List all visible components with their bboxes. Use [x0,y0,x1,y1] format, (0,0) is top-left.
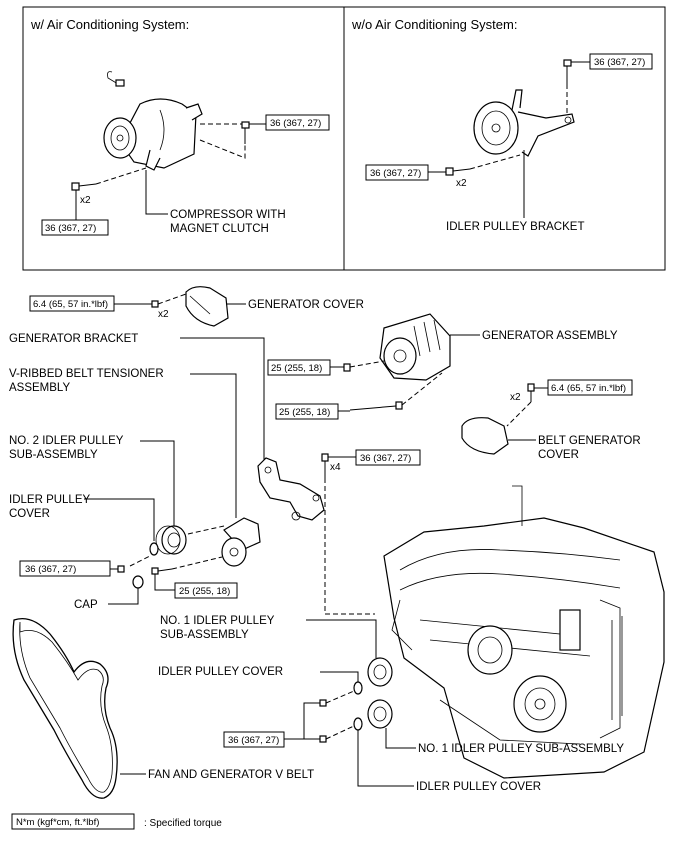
no2-idler-bolt [117,565,125,573]
label-no2-idler-1: NO. 2 IDLER PULLEY [9,435,124,447]
label-generator-cover: GENERATOR COVER [248,299,364,311]
idler-bracket-drawing [473,89,575,157]
compressor-bolt-top [241,121,250,144]
label-idler-cover-bottom: IDLER PULLEY COVER [416,781,541,793]
idler-cover-mid-drawing [353,681,363,695]
bracket-bolt [321,453,329,478]
label-compressor-1: COMPRESSOR WITH [170,209,286,221]
torque-ac-top: 36 (367, 27) [270,118,321,129]
torque-box-noac-top [589,53,653,70]
generator-assembly-drawing [379,313,451,381]
belt-generator-cover-drawing [461,417,509,455]
torque-no2-idler: 36 (367, 27) [25,564,76,575]
torque-box-gen-assy-2 [275,403,339,420]
idler-cover-left-drawing [149,542,159,556]
no1-idler-pulley-upper-drawing [367,657,393,687]
qty-bracket: x4 [330,462,341,473]
gen-assy-bolt-1 [343,363,351,372]
label-generator-bracket: GENERATOR BRACKET [9,333,138,345]
label-idler-cover-mid: IDLER PULLEY COVER [158,666,283,678]
belt-gen-cover-bolt [527,383,535,402]
torque-box-belt-gen-cover [547,379,633,396]
idler-cover-bottom-drawing [353,717,363,731]
noac-bolt-top [563,59,572,84]
label-no1-idler-upper-1: NO. 1 IDLER PULLEY [160,615,275,627]
panel-title-without-ac: w/o Air Conditioning System: [351,17,517,32]
label-idler-cover-left-2: COVER [9,508,50,520]
no2-idler-pulley-drawing [155,525,187,555]
qty-noac: x2 [456,178,467,189]
torque-gen-assy-1: 25 (255, 18) [271,363,322,374]
torque-box-bracket [355,449,421,466]
torque-box-gen-assy-1 [267,359,331,376]
label-idler-cover-left-1: IDLER PULLEY [9,494,91,506]
generator-bracket-drawing [257,457,325,521]
tensioner-bolt [151,567,173,575]
qty-belt-gen-cover: x2 [510,392,521,403]
torque-tensioner: 25 (255, 18) [179,586,230,597]
torque-box-ac-left [41,219,109,236]
tensioner-drawing [221,517,261,567]
torque-ac-left: 36 (367, 27) [45,223,96,234]
torque-no1-idler: 36 (367, 27) [228,735,279,746]
no1-idler-bolt-upper [319,699,327,707]
qty-ac: x2 [80,195,91,206]
panel-title-with-ac: w/ Air Conditioning System: [30,17,189,32]
legend-meaning: : Specified torque [144,818,222,829]
v-belt-drawing [12,617,118,799]
torque-gen-cover: 6.4 (65, 57 in.*lbf) [33,299,108,310]
label-tensioner-1: V-RIBBED BELT TENSIONER [9,368,164,380]
torque-box-gen-cover [29,295,115,312]
label-compressor-2: MAGNET CLUTCH [170,223,269,235]
no1-idler-bolt-lower [319,735,327,743]
torque-noac-top: 36 (367, 27) [594,57,645,68]
torque-gen-assy-2: 25 (255, 18) [279,407,330,418]
compressor-drawing [103,71,203,171]
label-tensioner-2: ASSEMBLY [9,382,70,394]
legend-unit: N*m (kgf*cm, ft.*lbf) [16,817,99,828]
engine-block-drawing [383,485,665,779]
torque-noac-left: 36 (367, 27) [370,168,421,179]
torque-box-noac-left [365,164,429,181]
label-cap: CAP [74,599,98,611]
torque-bracket: 36 (367, 27) [360,453,411,464]
gen-assy-bolt-2 [349,401,403,411]
label-idler-bracket: IDLER PULLEY BRACKET [446,221,584,233]
generator-cover-drawing [185,286,229,327]
legend-unit-box [11,813,135,830]
label-fan-belt: FAN AND GENERATOR V BELT [148,769,314,781]
label-belt-gen-cover-2: COVER [538,449,579,461]
qty-gen-cover: x2 [158,309,169,320]
torque-belt-gen-cover: 6.4 (65, 57 in.*lbf) [551,383,626,394]
no1-idler-pulley-lower-drawing [367,699,393,729]
torque-box-no1-idler [223,731,285,748]
label-no1-idler-upper-2: SUB-ASSEMBLY [160,629,249,641]
gen-cover-bolt [151,300,159,308]
torque-box-tensioner [174,582,238,599]
label-belt-gen-cover-1: BELT GENERATOR [538,435,641,447]
label-no2-idler-2: SUB-ASSEMBLY [9,449,98,461]
label-no1-idler-lower: NO. 1 IDLER PULLEY SUB-ASSEMBLY [418,743,624,755]
torque-box-ac-top [265,114,330,131]
torque-box-no2-idler [19,560,111,577]
cap-drawing [132,575,144,589]
label-generator-assembly: GENERATOR ASSEMBLY [482,330,618,342]
